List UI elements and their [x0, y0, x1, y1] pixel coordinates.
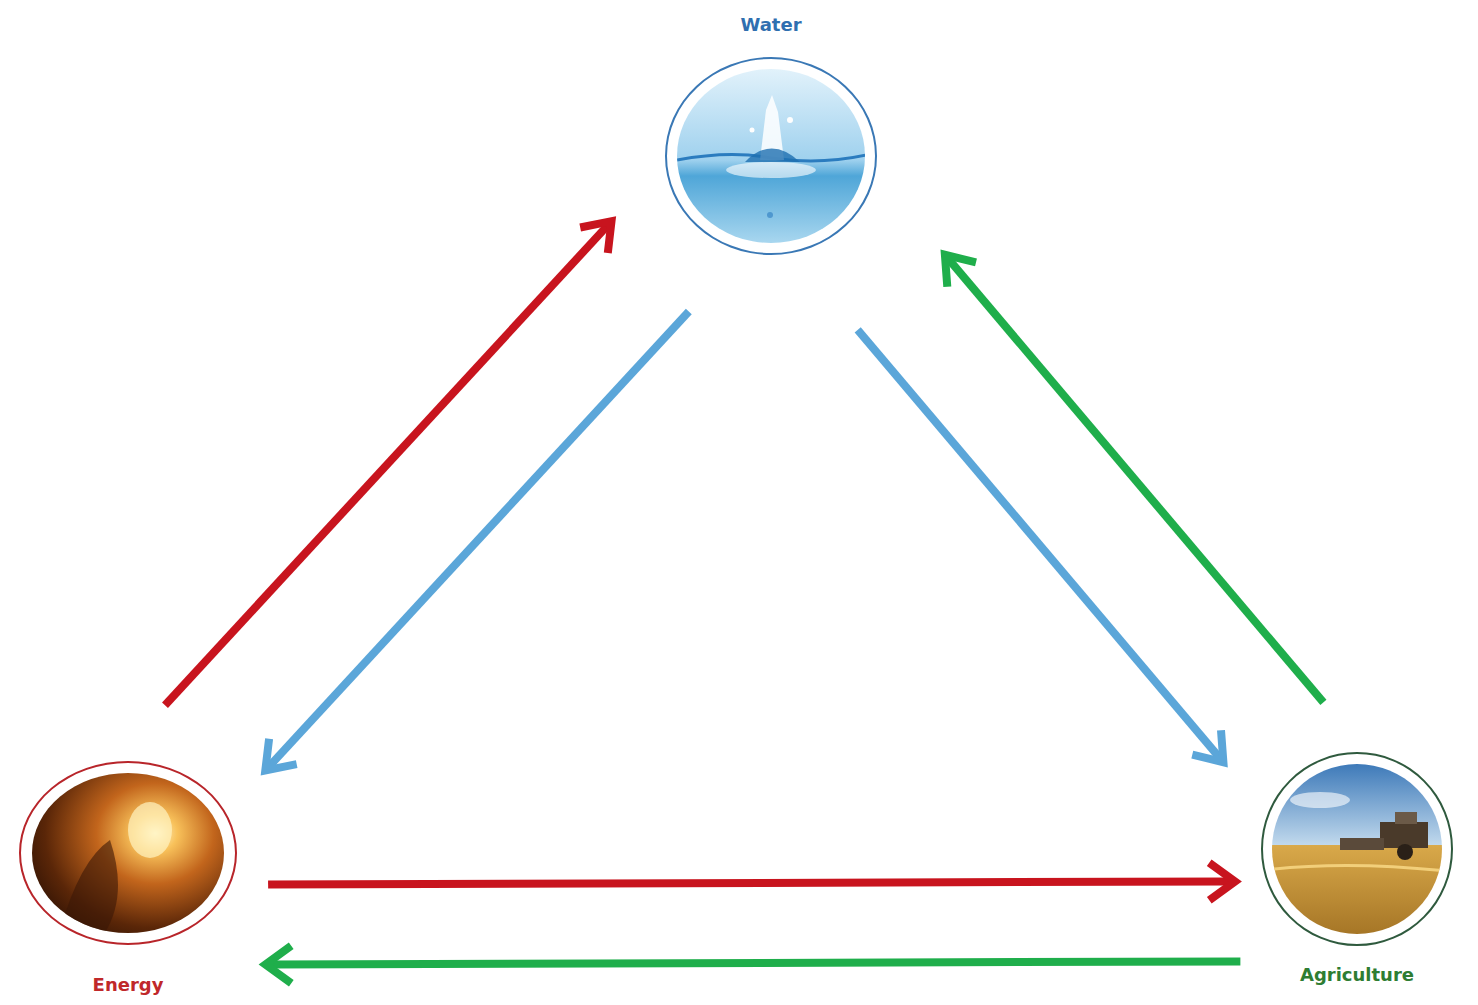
flow-arrow — [945, 255, 1324, 703]
flow-arrow — [265, 946, 1240, 984]
energy-node: Energy — [19, 761, 237, 945]
arrow-head — [945, 255, 976, 287]
arrow-head — [265, 946, 291, 984]
arrow-shaft — [165, 226, 608, 706]
flow-arrow — [858, 330, 1224, 762]
flow-arrow — [265, 312, 689, 771]
arrow-shaft — [269, 312, 688, 767]
agriculture-node: Agriculture — [1261, 752, 1453, 946]
arrow-shaft — [268, 881, 1229, 884]
node-label: Water — [738, 15, 803, 35]
agriculture-picture — [1265, 755, 1455, 955]
arrow-head — [1192, 730, 1223, 762]
flow-arrow — [268, 863, 1235, 901]
water-node: Water — [665, 57, 877, 255]
water-picture — [670, 60, 880, 260]
energy-picture — [25, 765, 235, 945]
arrow-shaft — [949, 259, 1324, 702]
arrow-shaft — [858, 330, 1220, 758]
node-label: Energy — [91, 975, 166, 995]
arrow-head — [580, 221, 611, 253]
arrow-shaft — [271, 961, 1240, 964]
node-label: Agriculture — [1298, 965, 1416, 985]
arrow-head — [265, 739, 296, 771]
arrow-head — [1209, 863, 1235, 901]
